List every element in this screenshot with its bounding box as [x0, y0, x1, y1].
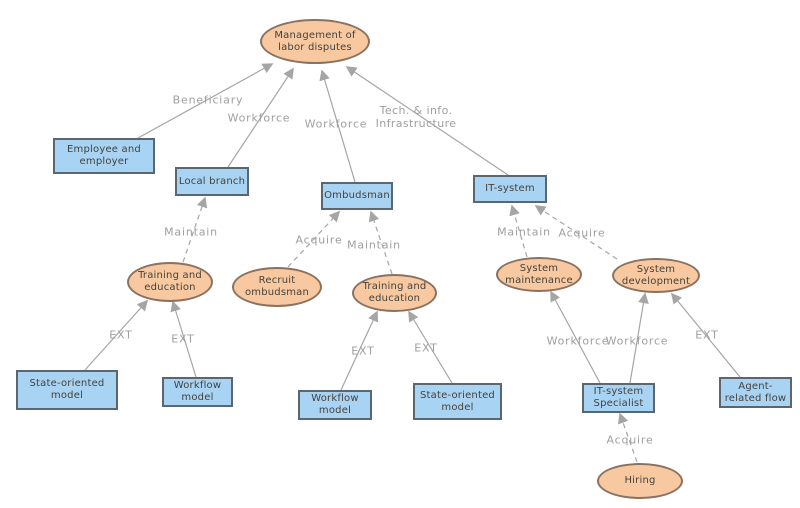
- node-label: Training and education: [362, 281, 427, 304]
- node-label: IT-system Specialist: [593, 386, 644, 409]
- edge-label-acquire-itsystem: Acquire: [558, 226, 606, 240]
- edge-tech-info-line: [345, 66, 509, 176]
- node-training-and-education-left[interactable]: Training and education: [127, 262, 213, 302]
- edge-label-maintain-itsystem: Maintain: [497, 225, 551, 239]
- node-it-system-specialist[interactable]: IT-system Specialist: [582, 383, 655, 413]
- node-ombudsman[interactable]: Ombudsman: [321, 182, 393, 210]
- node-label: IT-system: [485, 183, 535, 194]
- edge-label-beneficiary: Beneficiary: [172, 93, 244, 107]
- edge-label-maintain-localbranch: Maintain: [164, 225, 218, 239]
- edge-ext-workflowleft-line: [170, 300, 197, 378]
- edge-workforce-sysmaint-line: [550, 290, 601, 384]
- node-label: Hiring: [624, 475, 656, 486]
- node-local-branch[interactable]: Local branch: [175, 167, 249, 196]
- edge-label-acquire-hiring: Acquire: [606, 433, 654, 447]
- edge-label-ext-statemid: EXT: [414, 341, 438, 355]
- node-label: Ombudsman: [324, 190, 390, 201]
- edge-acquire-ombudsman-line: [287, 210, 341, 268]
- edge-label-maintain-ombudsman: Maintain: [347, 238, 401, 252]
- edge-maintain-ombudsman-line: [368, 210, 393, 275]
- edge-label-workforce-localbranch: Workforce: [227, 111, 291, 125]
- edge-workforce-localbranch-line: [227, 67, 294, 168]
- edge-ext-statemid-line: [408, 310, 453, 384]
- edge-label-ext-agentflow: EXT: [695, 328, 719, 342]
- node-system-maintenance[interactable]: System maintenance: [496, 257, 582, 292]
- edge-label-acquire-ombudsman: Acquire: [295, 233, 343, 247]
- node-hiring[interactable]: Hiring: [597, 463, 683, 499]
- node-label: State-oriented model: [420, 389, 495, 413]
- node-label: Workflow model: [311, 393, 359, 416]
- node-label: Training and education: [138, 270, 202, 293]
- node-label: System maintenance: [505, 262, 573, 286]
- node-workflow-model-left[interactable]: Workflow model: [162, 377, 233, 407]
- node-workflow-model-mid[interactable]: Workflow model: [298, 390, 372, 420]
- node-it-system[interactable]: IT-system: [473, 175, 547, 203]
- edge-ext-stateleft-line: [84, 299, 149, 371]
- node-label: Management of labor disputes: [274, 29, 356, 53]
- node-training-and-education-mid[interactable]: Training and education: [352, 274, 437, 312]
- edge-ext-agentflow-line: [670, 292, 741, 378]
- node-label: Employee and employer: [67, 144, 141, 167]
- node-label: State-oriented model: [29, 378, 105, 401]
- edge-workforce-sysdev-line: [629, 292, 649, 384]
- edge-ext-workflowmid-line: [340, 310, 379, 391]
- node-management-of-labor-disputes[interactable]: Management of labor disputes: [260, 19, 370, 64]
- edge-label-ext-workflowmid: EXT: [351, 344, 375, 358]
- edge-label-tech-info: Tech. & info. Infrastructure: [375, 104, 457, 130]
- edge-acquire-itsystem-line: [534, 205, 618, 260]
- edge-beneficiary-line: [137, 63, 274, 139]
- node-state-oriented-model-mid[interactable]: State-oriented model: [413, 383, 502, 420]
- edge-maintain-localbranch-line: [182, 196, 208, 263]
- node-label: System development: [621, 263, 691, 287]
- edge-label-ext-stateleft: EXT: [109, 328, 133, 342]
- node-label: Recruit ombudsman: [244, 275, 310, 298]
- edge-label-workforce-sysmaint: Workforce: [546, 334, 610, 348]
- node-agent-related-flow[interactable]: Agent-related flow: [719, 377, 792, 408]
- node-label: Local branch: [178, 175, 246, 187]
- node-system-development[interactable]: System development: [612, 258, 700, 293]
- node-employee-and-employer[interactable]: Employee and employer: [53, 138, 155, 174]
- edge-label-workforce-sysdev: Workforce: [605, 334, 669, 348]
- node-recruit-ombudsman[interactable]: Recruit ombudsman: [232, 267, 322, 307]
- node-state-oriented-model-left[interactable]: State-oriented model: [16, 370, 118, 410]
- edge-workforce-ombudsman-line: [319, 69, 356, 183]
- node-label: Agent-related flow: [724, 380, 787, 404]
- edge-label-ext-workflowleft: EXT: [171, 332, 195, 346]
- edge-label-workforce-ombudsman: Workforce: [304, 117, 368, 131]
- node-label: Workflow model: [173, 380, 222, 403]
